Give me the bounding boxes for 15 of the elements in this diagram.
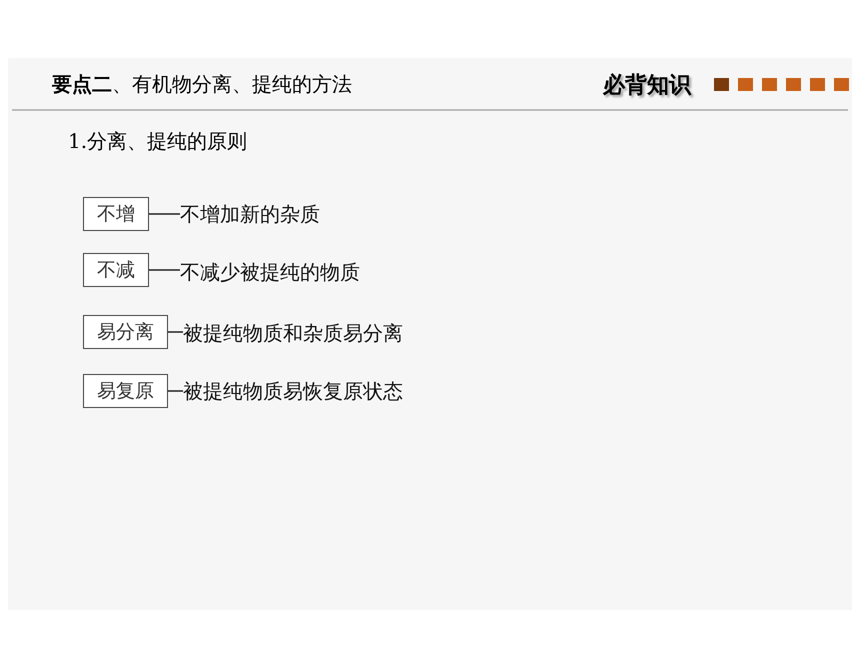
description-text: 不增加新的杂质 — [180, 201, 320, 227]
term-box: 易复原 — [83, 374, 168, 408]
description-text: 被提纯物质和杂质易分离 — [183, 320, 403, 346]
description-text: 被提纯物质易恢复原状态 — [183, 378, 403, 404]
term-box: 易分离 — [83, 315, 168, 349]
subheading: 1.分离、提纯的原则 — [68, 128, 248, 155]
description-text: 不减少被提纯的物质 — [180, 259, 360, 285]
term-box: 不减 — [83, 253, 149, 287]
heading: 要点二、有机物分离、提纯的方法 — [52, 71, 352, 98]
term-box: 不增 — [83, 197, 149, 231]
section-tag: 必背知识 — [603, 70, 691, 100]
connector-line — [149, 213, 180, 215]
connector-line — [149, 269, 180, 271]
connector-line — [168, 390, 183, 392]
connector-line — [168, 331, 183, 333]
